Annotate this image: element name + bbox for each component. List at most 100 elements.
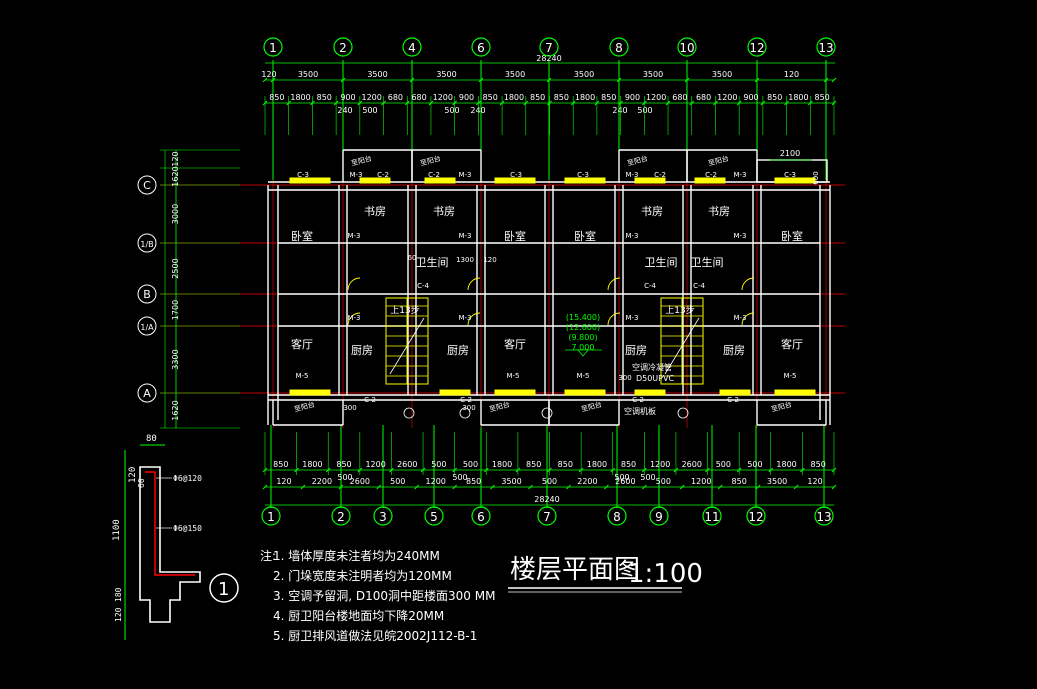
top-row2-text: 850	[269, 93, 284, 102]
axis-label-left: B	[143, 288, 151, 301]
detail-tag-circle	[209, 573, 239, 603]
bottom-row2-text: 3500	[767, 477, 787, 486]
bottom-row2-tick	[376, 484, 382, 490]
element-tag: C-3	[297, 171, 309, 179]
door-arc	[467, 312, 481, 326]
detail-rebar-1: Φ6@120	[173, 474, 202, 483]
notes-block: 注: 1. 墙体厚度未注者均为240MM 2. 门垛宽度未注明者均为120MM …	[260, 548, 495, 643]
axis-bubble-bottom	[424, 506, 444, 526]
top-row2-text: 1200	[362, 93, 382, 102]
notes-prefix: 注:	[260, 548, 276, 563]
left-dim-text: 3300	[171, 349, 180, 369]
top-row1-tick	[270, 77, 276, 83]
note-1: 1. 墙体厚度未注者均为240MM	[273, 548, 440, 563]
bottom-row2-tick	[414, 484, 420, 490]
top-row2-text: 850	[554, 93, 569, 102]
element-tag: M-3	[458, 314, 471, 322]
axis-bubble-left	[137, 383, 157, 403]
elevation-label: (9.800)	[568, 333, 597, 342]
bottom-row2-tick	[490, 484, 495, 490]
element-tag: M-5	[295, 372, 308, 380]
bottom-row2-tick	[641, 484, 647, 490]
room-label: 厨房	[447, 344, 469, 357]
bottom-row2-text: 120	[276, 477, 291, 486]
bottom-row2-text: 850	[466, 477, 481, 486]
bottom-row2-text: 2600	[615, 477, 635, 486]
axis-label-left: 1/A	[140, 323, 154, 332]
axis-label-left: 1/B	[140, 240, 153, 249]
bottom-row2-tick	[528, 484, 533, 490]
misc-dim-2100: 2100	[780, 149, 800, 158]
element-tag: C-2	[705, 171, 717, 179]
top-row1-text: 3500	[643, 70, 663, 79]
top-row2-text: 850	[601, 93, 616, 102]
top-row2-text: 1800	[788, 93, 808, 102]
door-arc	[347, 277, 361, 291]
element-tag: M-3	[347, 314, 360, 322]
axis-label-bottom: 13	[816, 510, 831, 524]
stair-left-arrow	[389, 317, 425, 375]
top-row2-text: 1800	[504, 93, 524, 102]
bottom-row1-text: 1200	[365, 460, 385, 469]
element-tag: M-5	[783, 372, 796, 380]
door-arc	[347, 312, 361, 326]
bottom-row2-text: 1200	[691, 477, 711, 486]
dim-120: 120	[483, 256, 496, 264]
left-dim-text: 1620	[171, 400, 180, 420]
element-tag: M-5	[576, 372, 589, 380]
top-row2-text: 900	[340, 93, 355, 102]
bottom-row2-tick	[604, 484, 609, 490]
balcony-label: 至阳台	[293, 400, 316, 414]
room-label: 客厅	[291, 337, 313, 351]
axis-label-top: 13	[818, 41, 833, 55]
element-tag: C-2	[364, 396, 376, 404]
bottom-row2-tick	[338, 484, 344, 490]
top-row1-text: 3500	[574, 70, 594, 79]
ac-board-label: 空调机板	[624, 406, 656, 416]
detail-dim-60: 60	[137, 478, 146, 488]
axis-bubble-top	[402, 37, 422, 57]
element-tag: M-3	[458, 171, 471, 179]
axis-label-left: C	[143, 179, 151, 192]
detail-tag-number: 1	[218, 579, 229, 600]
axis-label-bottom: 7	[543, 510, 551, 524]
element-tag: C-2	[727, 396, 739, 404]
detail-rebar-2: Φ6@150	[173, 524, 202, 533]
top-row1-text: 3500	[712, 70, 732, 79]
axis-bubble-top	[539, 37, 559, 57]
bottom-row1-text: 500	[716, 460, 731, 469]
axis-label-bottom: 8	[613, 510, 621, 524]
bottom-row1-text: 850	[273, 460, 288, 469]
left-dim-text: 3000	[171, 204, 180, 224]
top-row2-text: 900	[459, 93, 474, 102]
bottom-row1-text: 500	[747, 460, 762, 469]
bottom-row3-text: 500	[614, 473, 629, 482]
axis-bubble-left	[137, 284, 157, 304]
elevation-label: 7.000	[572, 343, 595, 352]
balcony-label: 至阳台	[419, 154, 442, 168]
element-tag: M-3	[733, 314, 746, 322]
top-row2-text: 850	[530, 93, 545, 102]
note-4: 4. 厨卫阳台楼地面均下降20MM	[273, 608, 444, 623]
ac-hole	[677, 407, 689, 419]
room-label: 书房	[364, 205, 386, 218]
axis-bubble-bottom	[702, 506, 722, 526]
grid-lines-layer	[160, 60, 845, 508]
axis-label-top: 12	[749, 41, 764, 55]
top-row1-tick	[478, 77, 484, 83]
axis-label-bottom: 6	[477, 510, 485, 524]
axis-label-bottom: 9	[655, 510, 663, 524]
door-arc	[741, 277, 755, 291]
axis-label-left: A	[143, 387, 151, 400]
axis-bubble-top	[609, 37, 629, 57]
axis-bubble-top	[747, 37, 767, 57]
top-row2-text: 850	[767, 93, 782, 102]
bottom-row3-text: 500	[337, 473, 352, 482]
room-label: 客厅	[504, 337, 526, 351]
axis-label-bottom: 3	[379, 510, 387, 524]
dim-300: 300	[343, 404, 356, 412]
drawing-title: 楼层平面图	[510, 555, 640, 585]
